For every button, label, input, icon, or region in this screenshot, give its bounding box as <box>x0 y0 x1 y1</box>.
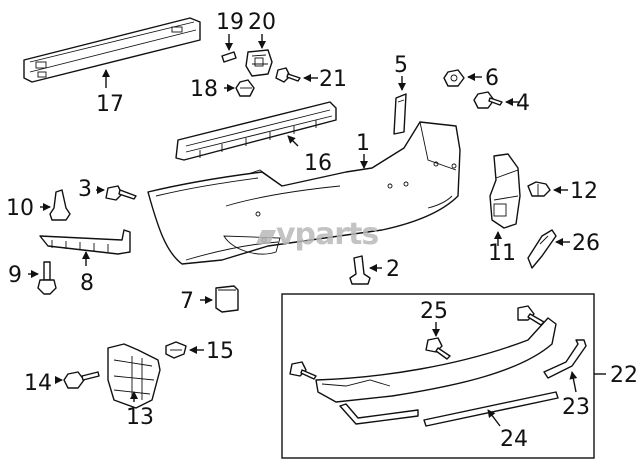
bolt-inset-right <box>517 305 545 326</box>
bolt-25 <box>425 337 451 360</box>
callout-13: 13 <box>126 405 154 430</box>
inset-frame-22 <box>281 293 595 459</box>
callout-1: 1 <box>356 131 370 156</box>
clip-12 <box>527 181 551 197</box>
callout-12: 12 <box>570 179 598 204</box>
nut-6 <box>443 69 465 87</box>
callout-24: 24 <box>500 427 528 452</box>
bolt-9 <box>37 261 57 295</box>
molding-24 <box>339 391 559 427</box>
clip-10 <box>49 189 71 221</box>
callout-21: 21 <box>319 67 347 92</box>
watermark-logo: vparts <box>256 217 379 252</box>
pad-7 <box>215 285 239 313</box>
callout-16: 16 <box>304 151 332 176</box>
callout-22: 22 <box>610 363 638 388</box>
bolt-14 <box>63 371 100 389</box>
bolt-inset-left <box>289 361 317 380</box>
bumper-cover <box>147 121 461 265</box>
bolt-21 <box>275 67 301 83</box>
callout-25: 25 <box>420 299 448 324</box>
bolt-4 <box>473 91 503 109</box>
side-bracket-13 <box>107 343 161 409</box>
callout-7: 7 <box>180 289 194 314</box>
trim-strip-23 <box>543 339 587 379</box>
callout-8: 8 <box>80 271 94 296</box>
callout-14: 14 <box>24 371 52 396</box>
callout-11: 11 <box>488 241 516 266</box>
screw-3 <box>105 185 137 201</box>
clip-19 <box>221 51 237 63</box>
callout-20: 20 <box>248 10 276 35</box>
callout-23: 23 <box>562 395 590 420</box>
lower-spoiler-22 <box>315 317 557 403</box>
trim-strip-5 <box>393 93 407 135</box>
callout-9: 9 <box>8 263 22 288</box>
callout-4: 4 <box>516 91 530 116</box>
clip-15 <box>165 341 187 359</box>
watermark-text: vparts <box>276 217 378 252</box>
bracket-20 <box>245 49 273 77</box>
retainer-8 <box>39 229 131 255</box>
side-bracket-11 <box>489 153 521 229</box>
callout-19: 19 <box>216 10 244 35</box>
callout-10: 10 <box>6 196 34 221</box>
callout-3: 3 <box>78 177 92 202</box>
callout-18: 18 <box>190 77 218 102</box>
callout-17: 17 <box>96 92 124 117</box>
callout-5: 5 <box>394 53 408 78</box>
bracket-26 <box>527 229 557 269</box>
callout-6: 6 <box>485 66 499 91</box>
reinforcement-bar <box>23 17 201 83</box>
callout-15: 15 <box>206 339 234 364</box>
clip-2 <box>349 255 371 285</box>
callout-26: 26 <box>572 231 600 256</box>
bolt-18 <box>235 79 255 97</box>
callout-2: 2 <box>386 257 400 282</box>
energy-absorber <box>175 101 337 161</box>
